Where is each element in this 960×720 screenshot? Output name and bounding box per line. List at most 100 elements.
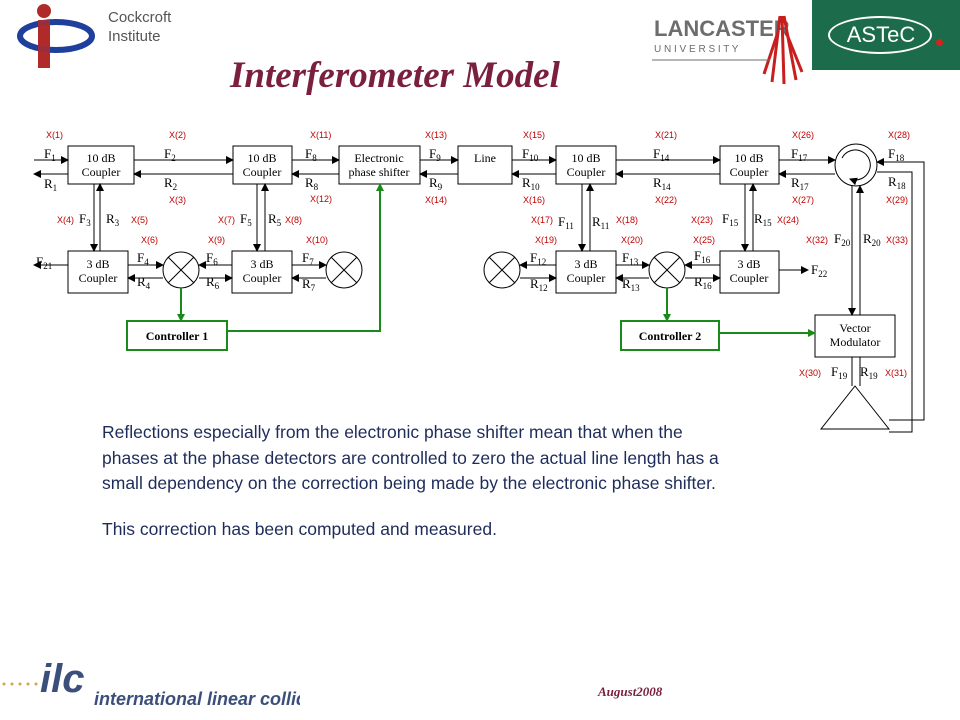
node-label-x7: X(7) [218, 215, 235, 225]
institute-name: Cockcroft Institute [108, 8, 171, 46]
signal-F16: F16 [694, 248, 711, 265]
node-label-x6: X(6) [141, 235, 158, 245]
astec-dot-icon [936, 39, 943, 46]
signal-F1: F1 [44, 146, 56, 163]
block-label: Modulator [830, 335, 881, 349]
signal-F10: F10 [522, 146, 539, 163]
block-label: Coupler [567, 271, 606, 285]
node-label-x26: X(26) [792, 130, 814, 140]
signal-F12: F12 [530, 250, 546, 267]
signal-R3: R3 [106, 211, 120, 228]
footer-date: August2008 [598, 684, 663, 699]
coupler-10db-4: 10 dB Coupler [719, 145, 780, 185]
node-label-x9: X(9) [208, 235, 225, 245]
block-label: Coupler [82, 165, 121, 179]
node-label-x14: X(14) [425, 195, 447, 205]
block-label: 10 dB [571, 151, 600, 165]
institute-line-2: Institute [108, 28, 161, 45]
signal-R17: R17 [791, 175, 809, 192]
node-label-x4: X(4) [57, 215, 74, 225]
signal-F20: F20 [834, 231, 851, 248]
mixer-icon [325, 251, 363, 289]
signal-R2: R2 [164, 175, 177, 192]
block-label: Line [474, 151, 496, 165]
block-label: phase shifter [349, 165, 410, 179]
node-label-x31: X(31) [885, 368, 907, 378]
circulator-icon [834, 143, 878, 187]
coupler-10db-1: 10 dB Coupler [67, 145, 135, 185]
node-label-x29: X(29) [886, 195, 908, 205]
block-label: Electronic [354, 151, 403, 165]
mixer-icon [162, 251, 200, 289]
block-label: 3 dB [86, 257, 109, 271]
signal-F7: F7 [302, 250, 314, 267]
controller-2: Controller 2 [620, 320, 720, 351]
block-label: Coupler [730, 165, 769, 179]
node-label-x2: X(2) [169, 130, 186, 140]
amplifier-icon [819, 385, 891, 430]
signal-F19: F19 [831, 364, 848, 381]
lancaster-wordmark: LANCASTER [654, 16, 790, 41]
node-label-x10: X(10) [306, 235, 328, 245]
signal-F17: F17 [791, 146, 808, 163]
node-label-x16: X(16) [523, 195, 545, 205]
block-label: Controller 1 [146, 329, 209, 343]
signal-F2: F2 [164, 146, 176, 163]
paragraph-reflections: Reflections especially from the electron… [102, 422, 719, 493]
signal-F3: F3 [79, 211, 91, 228]
signal-R13: R13 [622, 276, 640, 293]
ilc-long-wordmark: international linear collider [94, 689, 300, 709]
coupler-10db-2: 10 dB Coupler [232, 145, 293, 185]
block-label: Controller 2 [639, 329, 702, 343]
block-label: 10 dB [247, 151, 276, 165]
body-text: Reflections especially from the electron… [102, 420, 742, 562]
signal-R9: R9 [429, 175, 443, 192]
node-label-x27: X(27) [792, 195, 814, 205]
coupler-10db-3: 10 dB Coupler [555, 145, 617, 185]
signal-R10: R10 [522, 175, 540, 192]
node-label-x33: X(33) [886, 235, 908, 245]
signal-F14: F14 [653, 146, 670, 163]
line-block: Line [457, 145, 513, 185]
mixer-icon [483, 251, 521, 289]
node-label-x22: X(22) [655, 195, 677, 205]
signal-R4: R4 [137, 274, 151, 291]
block-label: Coupler [243, 165, 282, 179]
signal-F21: F21 [36, 254, 52, 271]
coupler-3db-2: 3 dB Coupler [231, 250, 293, 294]
signal-R11: R11 [592, 214, 609, 231]
block-label: 3 dB [574, 257, 597, 271]
page-title: Interferometer Model [230, 55, 560, 96]
node-label-x18: X(18) [616, 215, 638, 225]
block-label: 10 dB [86, 151, 115, 165]
signal-F18: F18 [888, 146, 905, 163]
node-label-x30: X(30) [799, 368, 821, 378]
signal-R1: R1 [44, 176, 57, 193]
node-label-x13: X(13) [425, 130, 447, 140]
signal-F11: F11 [558, 214, 574, 231]
signal-F15: F15 [722, 211, 739, 228]
coupler-3db-4: 3 dB Coupler [719, 250, 780, 294]
node-label-x21: X(21) [655, 130, 677, 140]
block-label: Coupler [567, 165, 606, 179]
node-label-x12: X(12) [310, 194, 332, 204]
node-label-x3: X(3) [169, 195, 186, 205]
signal-R19: R19 [860, 364, 878, 381]
block-label: 3 dB [250, 257, 273, 271]
dotted-line-icon [2, 682, 38, 686]
ilc-short-wordmark: ilc [40, 657, 84, 701]
interferometer-diagram: 10 dB Coupler 10 dB Coupler Electronic p… [33, 130, 925, 433]
mixer-icon [648, 251, 686, 289]
paragraph-correction: This correction has been computed and me… [102, 518, 497, 539]
signal-R20: R20 [863, 231, 881, 248]
controller-1: Controller 1 [126, 320, 228, 351]
block-label: 10 dB [734, 151, 763, 165]
signal-R15: R15 [754, 211, 772, 228]
signal-F6: F6 [206, 250, 218, 267]
block-label: 3 dB [737, 257, 760, 271]
node-label-x32: X(32) [806, 235, 828, 245]
coupler-3db-1: 3 dB Coupler [67, 250, 129, 294]
university-wordmark: U N I V E R S I T Y [654, 44, 739, 55]
block-label: Vector [839, 321, 870, 335]
node-label-x24: X(24) [777, 215, 799, 225]
